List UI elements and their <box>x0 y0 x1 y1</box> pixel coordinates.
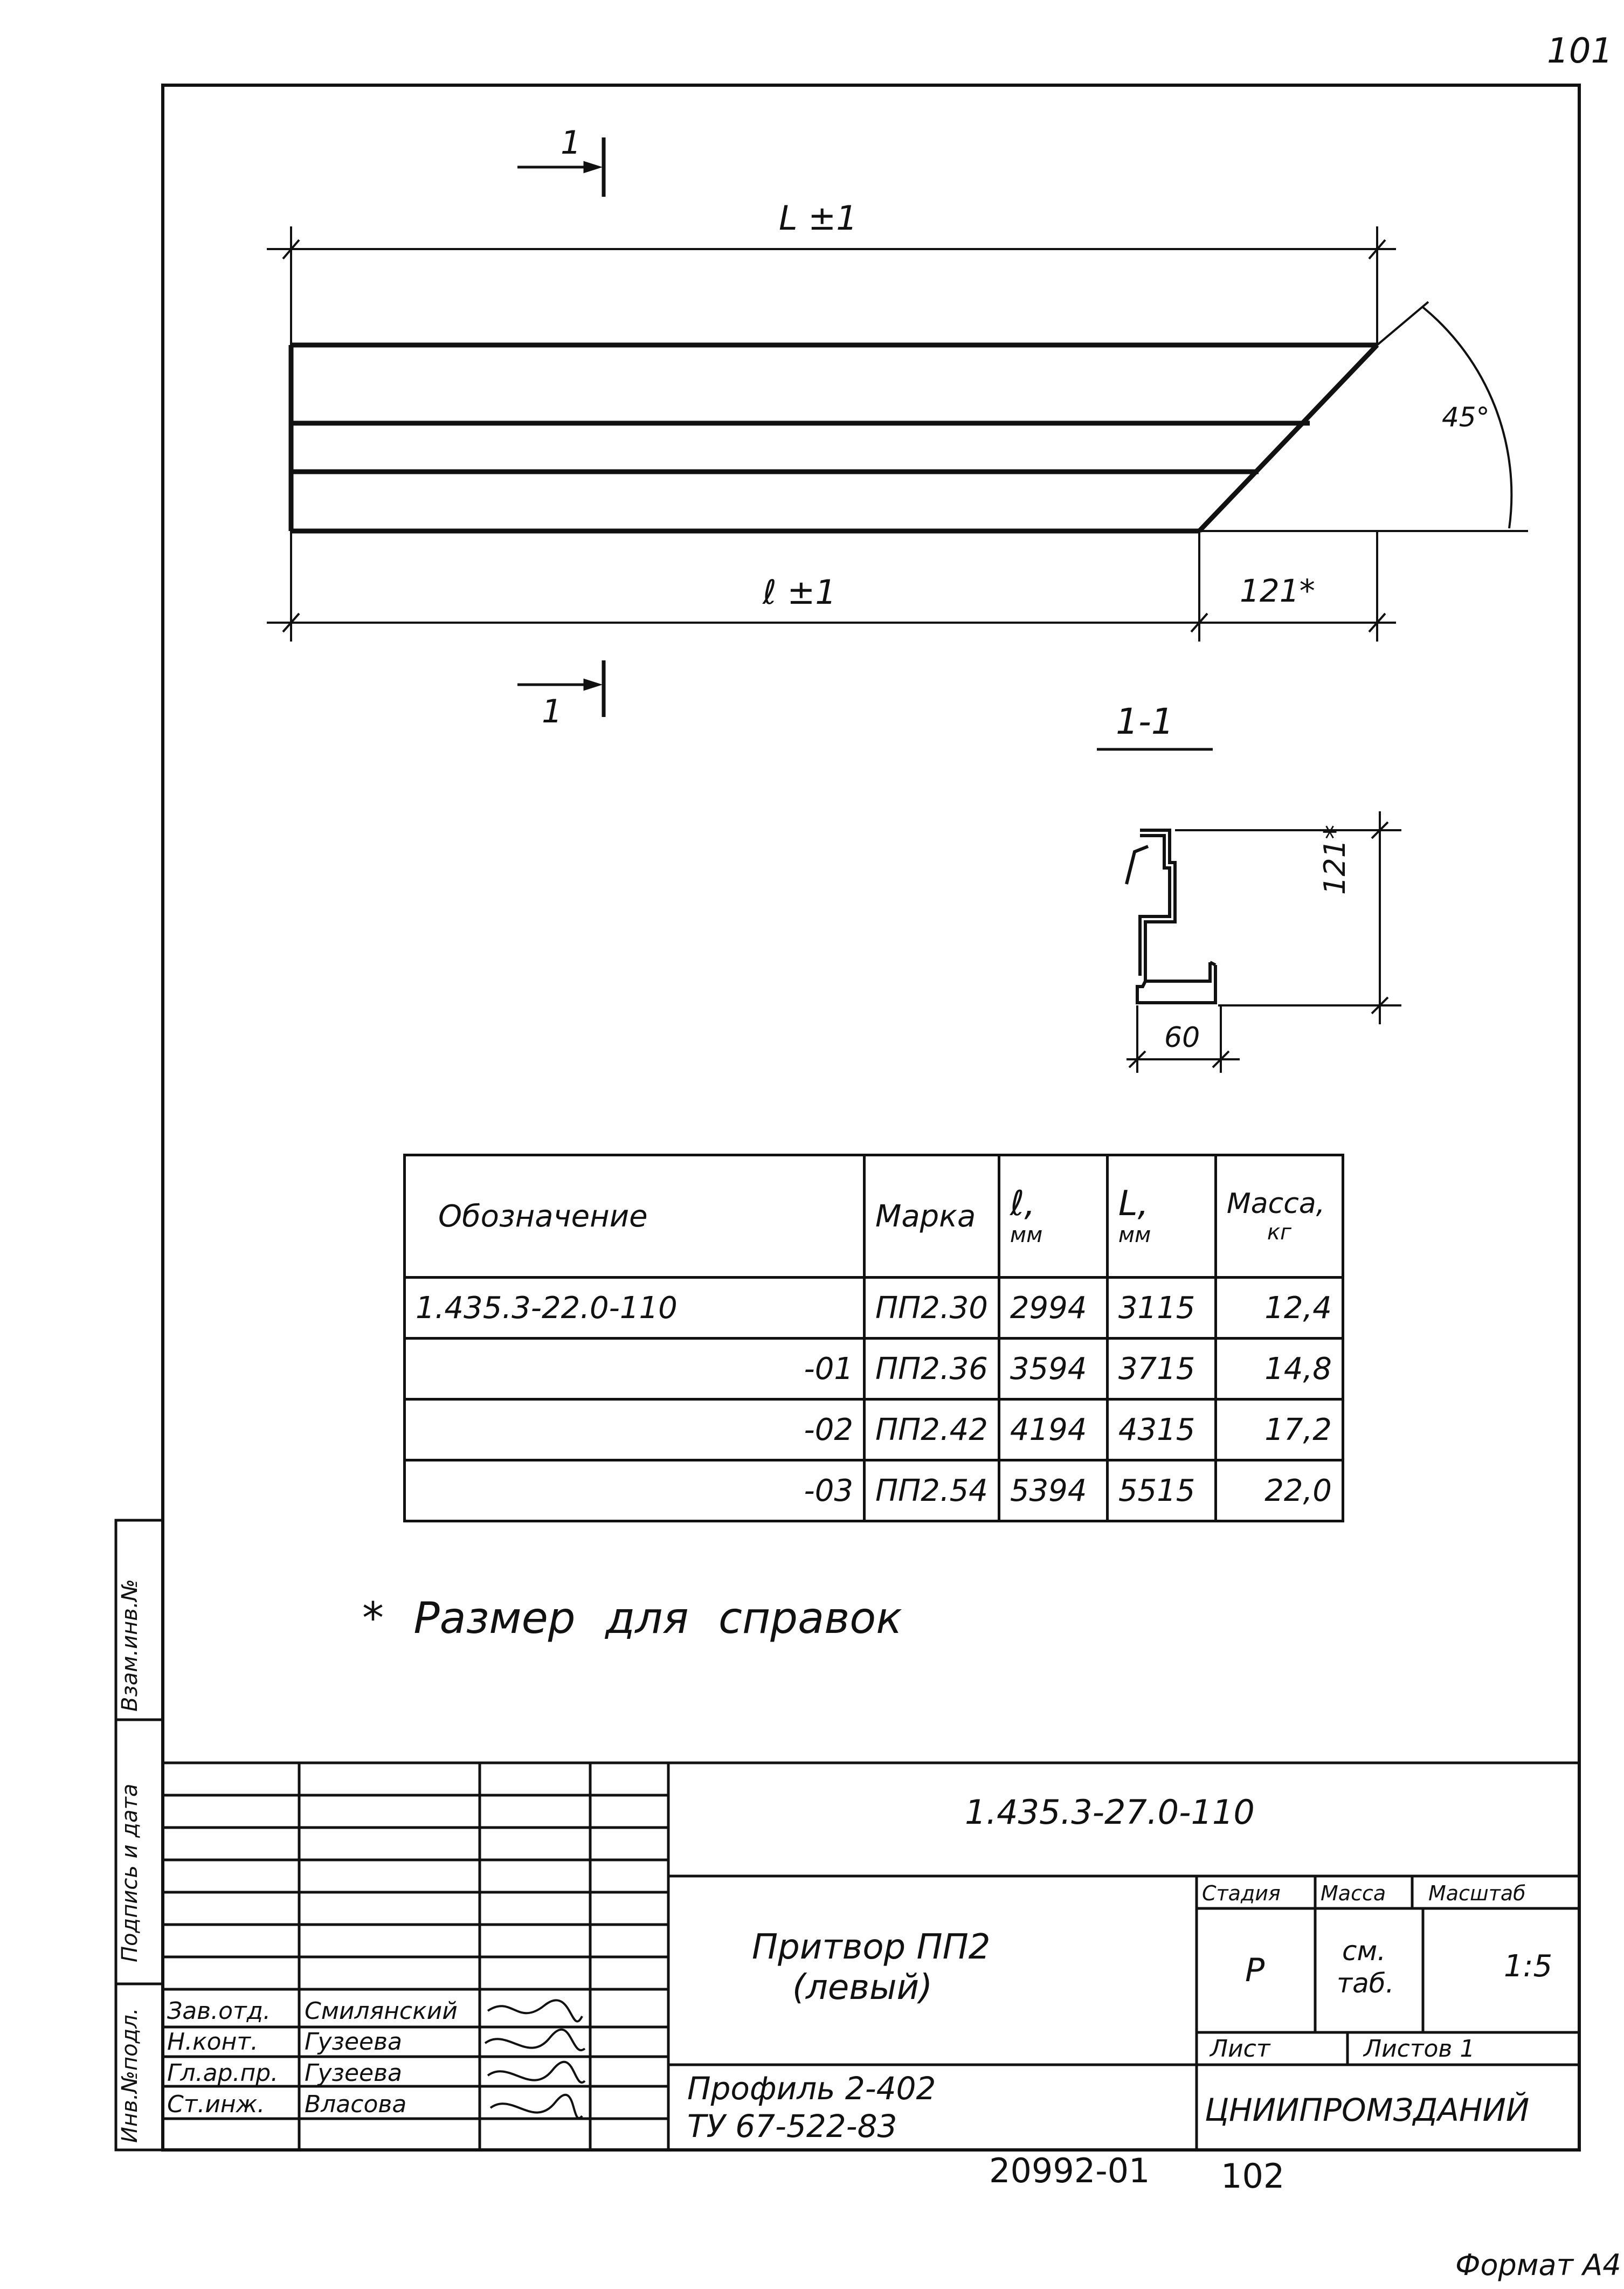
side-stamp-replacement: Взам.инв.№ <box>118 1578 142 1712</box>
angle-45 <box>1199 301 1528 532</box>
header-mass: Масса, кг <box>1214 1154 1344 1279</box>
mass-value-line2: таб. <box>1337 1968 1394 1999</box>
section-title: 1-1 <box>1116 701 1174 742</box>
side-stamp-grid <box>114 1519 164 2152</box>
role-normcontrol: Н.конт. <box>167 2028 258 2056</box>
row-L: 5515 <box>1105 1459 1217 1522</box>
dimension-l-label: ℓ ±1 <box>763 573 837 612</box>
row-L: 4315 <box>1105 1398 1217 1461</box>
row-L: 3715 <box>1105 1337 1217 1401</box>
archive-number: 20992-01 <box>989 2151 1150 2190</box>
name-senior-engineer: Власова <box>305 2091 407 2118</box>
role-chief-architect: Гл.ар.пр. <box>167 2059 279 2087</box>
header-mass-unit: кг <box>1267 1220 1291 1245</box>
side-stamp-original-inv: Инв.№подл. <box>118 2008 142 2143</box>
dimension-121-label: 121* <box>1240 573 1315 609</box>
header-mark: Марка <box>863 1154 1000 1279</box>
row-mass: 14,8 <box>1214 1337 1344 1401</box>
section-height-label: 121* <box>1318 824 1352 895</box>
row-mass: 17,2 <box>1214 1398 1344 1461</box>
cross-section-profile <box>1125 829 1217 1004</box>
row-l: 2994 <box>997 1276 1109 1340</box>
row-designation: -02 <box>403 1398 866 1461</box>
table-row: -02 ПП2.42 4194 4315 17,2 <box>403 1398 1344 1461</box>
header-L-symbol: L, <box>1118 1184 1149 1224</box>
dimension-l <box>267 531 1396 642</box>
header-mass-label: Масса, <box>1226 1188 1325 1220</box>
section-width-label: 60 <box>1164 1022 1200 1054</box>
section-dimensions <box>1127 811 1401 1073</box>
section-mark-top-label: 1 <box>561 124 582 162</box>
row-designation: -01 <box>403 1337 866 1401</box>
header-L-unit: мм <box>1118 1223 1151 1247</box>
table-row: -01 ПП2.36 3594 3715 14,8 <box>403 1337 1344 1401</box>
row-mark: ПП2.42 <box>863 1398 1000 1461</box>
row-L: 3115 <box>1105 1276 1217 1340</box>
role-senior-engineer: Ст.инж. <box>167 2091 265 2118</box>
header-designation: Обозначение <box>403 1154 866 1279</box>
footer-page: 102 <box>1221 2156 1285 2196</box>
row-mark: ПП2.54 <box>863 1459 1000 1522</box>
dimension-L <box>267 226 1396 345</box>
header-L: L, мм <box>1105 1154 1217 1279</box>
scale-label: Масштаб <box>1428 1881 1526 1905</box>
role-head: Зав.отд. <box>167 1997 271 2025</box>
mass-label: Масса <box>1321 1881 1386 1905</box>
row-l: 5394 <box>997 1459 1109 1522</box>
side-stamp-signature-date: Подпись и дата <box>118 1783 142 1962</box>
name-head: Смилянский <box>305 1997 458 2025</box>
name-chief-architect: Гузеева <box>305 2059 402 2087</box>
row-mark: ПП2.30 <box>863 1276 1000 1340</box>
row-l: 3594 <box>997 1337 1109 1401</box>
product-name-line2: (левый) <box>792 1968 933 2008</box>
document-code: 1.435.3-27.0-110 <box>965 1792 1255 1832</box>
organization: ЦНИИПРОМЗДАНИЙ <box>1205 2092 1530 2128</box>
sheet-label: Лист <box>1210 2035 1270 2063</box>
name-normcontrol: Гузеева <box>305 2028 402 2056</box>
row-designation: -03 <box>403 1459 866 1522</box>
table-row: -03 ПП2.54 5394 5515 22,0 <box>403 1459 1344 1522</box>
row-mark: ПП2.36 <box>863 1337 1000 1401</box>
row-l: 4194 <box>997 1398 1109 1461</box>
sheets-label: Листов 1 <box>1364 2035 1475 2063</box>
page-number: 101 <box>1547 31 1613 71</box>
section-mark-bottom <box>517 660 606 717</box>
table-row: 1.435.3-22.0-110 ПП2.30 2994 3115 12,4 <box>403 1276 1344 1340</box>
header-l: ℓ, мм <box>997 1154 1109 1279</box>
stage-value: Р <box>1245 1952 1265 1989</box>
format-label: Формат А4 <box>1455 2248 1621 2282</box>
product-name-line1: Притвор ПП2 <box>752 1927 991 1967</box>
header-l-symbol: ℓ, <box>1010 1184 1035 1224</box>
spec-table: Обозначение Марка ℓ, мм L, мм Масса, кг … <box>403 1154 1344 1522</box>
signature-marks <box>484 1999 586 2119</box>
mass-value-line1: см. <box>1342 1935 1386 1967</box>
reference-note: * Размер для справок <box>362 1593 902 1643</box>
material-line2: ТУ 67-522-83 <box>687 2108 897 2145</box>
dimension-L-label: L ±1 <box>779 198 858 238</box>
row-designation: 1.435.3-22.0-110 <box>403 1276 866 1340</box>
table-header-row: Обозначение Марка ℓ, мм L, мм Масса, кг <box>403 1154 1344 1279</box>
title-block-grid <box>163 1761 1579 2150</box>
row-mass: 22,0 <box>1214 1459 1344 1522</box>
scale-value: 1:5 <box>1504 1949 1553 1984</box>
row-mass: 12,4 <box>1214 1276 1344 1340</box>
profile-elevation <box>288 342 1379 534</box>
section-mark-top <box>517 137 606 197</box>
material-line1: Профиль 2-402 <box>687 2070 936 2107</box>
header-l-unit: мм <box>1010 1223 1043 1247</box>
stage-label: Стадия <box>1202 1881 1281 1905</box>
drawing-frame <box>161 84 1581 2152</box>
angle-label: 45° <box>1442 402 1490 433</box>
section-mark-bottom-label: 1 <box>542 693 563 730</box>
